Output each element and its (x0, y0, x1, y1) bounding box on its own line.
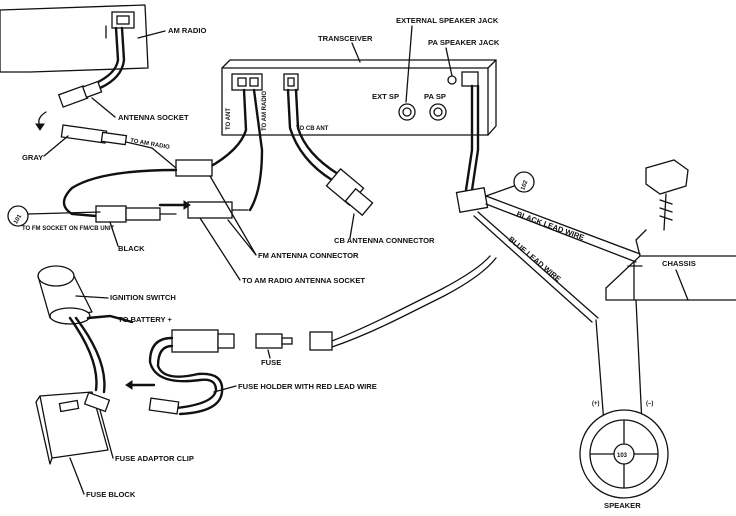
to-cb-ant-port-label: TO CB ANT (296, 126, 329, 132)
am-radio-label: AM RADIO (168, 26, 206, 35)
fuse-label: FUSE (261, 358, 281, 367)
to-am-radio-antenna-socket-label: TO AM RADIO ANTENNA SOCKET (242, 276, 365, 285)
cb-antenna-connector-label: CB ANTENNA CONNECTOR (334, 236, 435, 245)
fm-antenna-plug (62, 168, 191, 223)
speaker-cable (464, 84, 474, 192)
to-ant-port-label: TO ANT (226, 108, 232, 130)
antenna-socket-label: ANTENNA SOCKET (118, 113, 189, 122)
black-label: BLACK (118, 244, 145, 253)
transceiver-label: TRANSCEIVER (318, 34, 373, 43)
external-speaker-jack-label: EXTERNAL SPEAKER JACK (396, 16, 499, 25)
speaker-callout-label: 103 (617, 453, 628, 459)
gray-label: GRAY (22, 153, 43, 162)
callout-102-circle (513, 171, 535, 193)
pa-sp-label: PA SP (424, 92, 446, 101)
callout-101-circle (7, 205, 29, 227)
pa-speaker-jack-label: PA SPEAKER JACK (428, 38, 500, 47)
fuse-adaptor-clip-label: FUSE ADAPTOR CLIP (115, 454, 194, 463)
speaker-lead-junction (455, 186, 641, 323)
fuse-holder (148, 255, 497, 416)
fuse-block-label: FUSE BLOCK (86, 490, 136, 499)
am-radio-unit (0, 4, 149, 73)
to-am-radio-lead-label: TO AM RADIO (130, 138, 171, 151)
speaker-unit (579, 299, 669, 499)
fm-antenna-connector-label: FM ANTENNA CONNECTOR (258, 251, 359, 260)
transceiver-unit (221, 59, 497, 136)
cb-antenna-connector (286, 88, 374, 217)
speaker-plus-label: (+) (592, 401, 600, 407)
callout-102-label: 102 (520, 179, 529, 191)
antenna-splitter (175, 88, 264, 219)
to-am-radio-port-label: TO AM RADIO (262, 91, 268, 131)
chassis-label: CHASSIS (662, 259, 696, 268)
fuse-block (35, 391, 111, 465)
chassis-mount (605, 159, 736, 301)
to-fm-socket-label: TO FM SOCKET ON FM/CB UNIT (22, 226, 115, 232)
am-antenna-plug (60, 124, 177, 169)
fuse-holder-label: FUSE HOLDER WITH RED LEAD WIRE (238, 382, 377, 391)
speaker-label: SPEAKER (604, 501, 641, 510)
ignition-switch (37, 265, 134, 394)
ext-sp-label: EXT SP (372, 92, 399, 101)
speaker-minus-label: (–) (646, 401, 653, 407)
blue-lead-wire-label: BLUE LEAD WIRE (507, 235, 563, 284)
to-battery-label: TO BATTERY + (118, 315, 173, 324)
ignition-switch-label: IGNITION SWITCH (110, 293, 176, 302)
black-lead-wire-label: BLACK LEAD WIRE (515, 209, 585, 242)
callout-101-label: 101 (13, 213, 24, 225)
am-radio-antenna-cable (35, 26, 126, 131)
